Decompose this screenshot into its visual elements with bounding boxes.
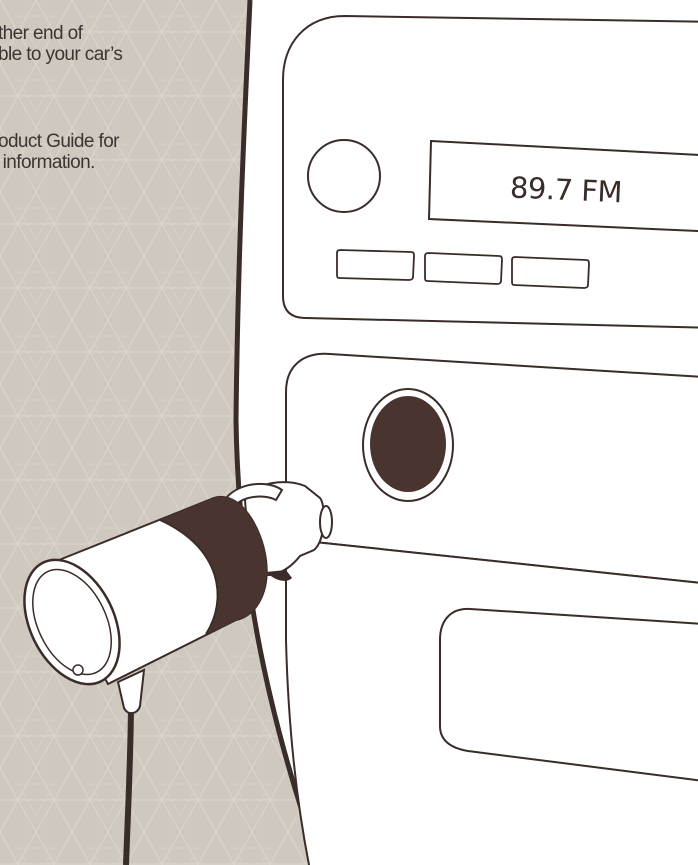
preset-button-3: [512, 257, 589, 288]
preset-button-2: [425, 253, 502, 284]
radio-head-unit: [283, 16, 698, 328]
volume-knob-icon: [308, 140, 380, 212]
frequency-display-text: 89.7 FM: [509, 170, 622, 209]
indicator-light: [73, 665, 83, 675]
product-guide-note: oduct Guide for information.: [0, 131, 119, 173]
instruction-step-text: ther end of ble to your car’s: [0, 23, 122, 65]
textured-side-panel: [0, 0, 330, 865]
dashboard-lower-panel: [286, 354, 698, 865]
cigarette-socket-icon: [363, 389, 453, 501]
preset-button-1: [337, 250, 414, 280]
